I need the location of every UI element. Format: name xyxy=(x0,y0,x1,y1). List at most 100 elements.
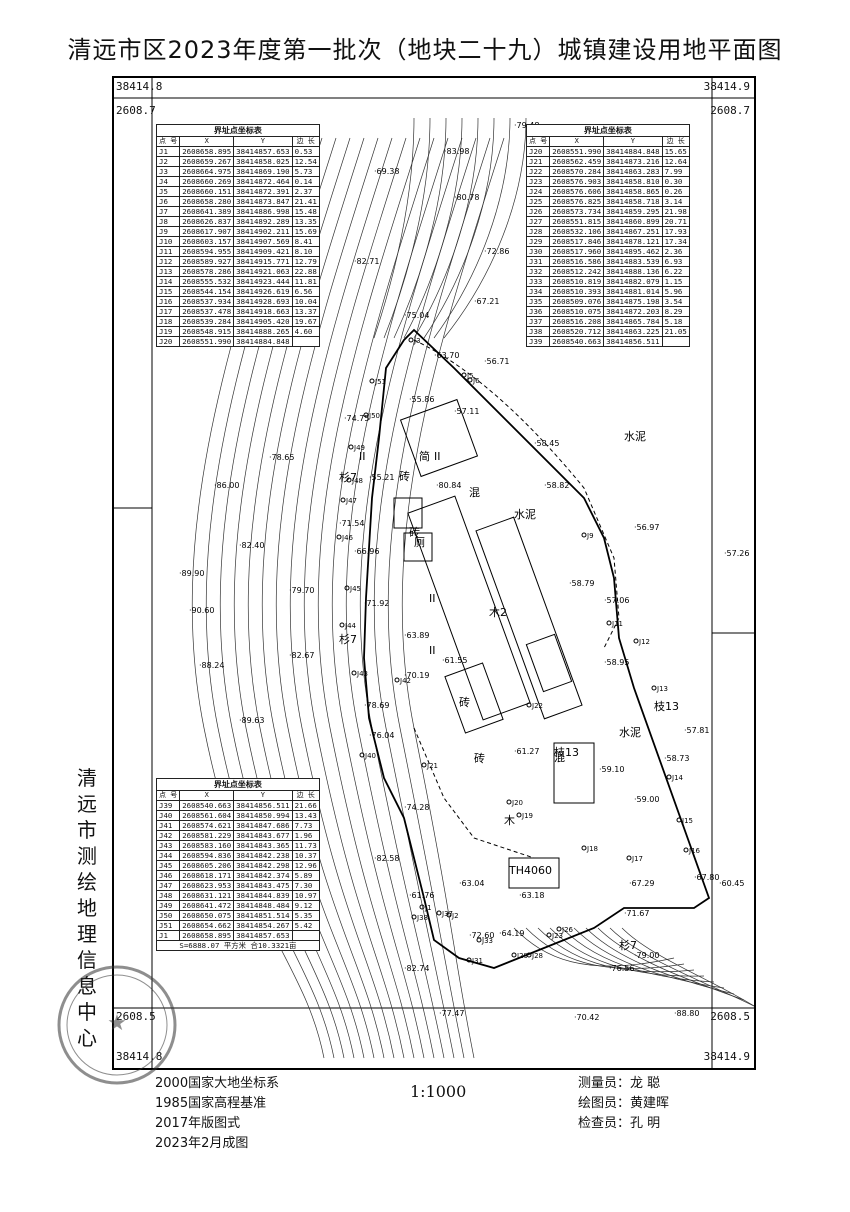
contour-line xyxy=(597,927,745,1001)
table-header-cell: 边 长 xyxy=(661,136,690,147)
table-cell: 38414854.267 xyxy=(233,920,293,931)
table-cell: J39 xyxy=(525,336,551,347)
coord-top-left-x: 2608.7 xyxy=(116,104,156,117)
boundary-point-label: J50 xyxy=(368,412,380,420)
table-cell: 38414872.391 xyxy=(233,186,293,197)
table-cell: 38414888.265 xyxy=(233,326,293,337)
elevation-label: ·90.60 xyxy=(189,606,214,615)
table-header-cell: X xyxy=(179,136,235,147)
table-header-cell: 边 长 xyxy=(291,790,320,801)
table-cell: 2608570.284 xyxy=(549,166,605,177)
table-header-cell: Y xyxy=(603,136,663,147)
elevation-label: ·61.76 xyxy=(409,891,434,900)
table-cell: 2608509.076 xyxy=(549,296,605,307)
elevation-label: ·66.96 xyxy=(354,547,379,556)
boundary-point-marker xyxy=(516,812,522,818)
table-cell: J41 xyxy=(155,820,181,831)
contour-line xyxy=(275,137,385,1059)
boundary-point-label: J51 xyxy=(374,378,386,386)
boundary-point-label: J18 xyxy=(586,845,598,853)
table-cell: J50 xyxy=(155,910,181,921)
table-3-caption: 界址点坐标表 xyxy=(156,778,320,790)
table-cell: J34 xyxy=(525,286,551,297)
official-seal: ★ xyxy=(57,965,177,1085)
elevation-label: ·57.81 xyxy=(684,726,709,735)
table-cell: 0.14 xyxy=(291,176,320,187)
table-cell: 38414872.464 xyxy=(233,176,293,187)
boundary-point-label: J15 xyxy=(681,817,693,825)
contour-line xyxy=(413,117,479,339)
elevation-label: ·82.67 xyxy=(289,651,314,660)
table-cell: J28 xyxy=(525,226,551,237)
boundary-point-marker xyxy=(683,847,689,853)
table-cell xyxy=(661,336,690,347)
table-cell: J23 xyxy=(525,176,551,187)
elevation-label: ·57.26 xyxy=(724,549,749,558)
table-cell: J38 xyxy=(525,326,551,337)
table-cell: 15.65 xyxy=(661,146,690,157)
table-cell: J40 xyxy=(155,810,181,821)
footer-left: 2000国家大地坐标系 1985国家高程基准 2017年版图式 2023年2月成… xyxy=(155,1074,279,1154)
table-cell: 2608581.229 xyxy=(179,830,235,841)
table-header-cell: Y xyxy=(233,136,293,147)
land-use-label: 水泥 xyxy=(619,726,641,739)
table-cell: 6.56 xyxy=(291,286,320,297)
land-use-label: 杉7 xyxy=(339,470,357,484)
table-cell: 2608605.206 xyxy=(179,860,235,871)
table-cell: 38414847.686 xyxy=(233,820,293,831)
table-cell: J19 xyxy=(155,326,181,337)
table-cell: 38414857.653 xyxy=(233,146,293,157)
table-cell: 38414872.203 xyxy=(603,306,663,317)
boundary-point-label: J9 xyxy=(586,532,594,540)
table-cell: 2608603.157 xyxy=(179,236,235,247)
elevation-label: ·58.73 xyxy=(664,754,689,763)
boundary-point-marker xyxy=(581,532,587,538)
table-cell: 2608641.389 xyxy=(179,206,235,217)
table-cell: 38414843.475 xyxy=(233,880,293,891)
table-cell: 38414909.421 xyxy=(233,246,293,257)
contour-line xyxy=(621,927,754,1007)
elevation-label: ·58.79 xyxy=(569,579,594,588)
area-summary: S=6888.07 平方米 合10.3321亩 xyxy=(156,940,320,951)
boundary-point-label: J26 xyxy=(561,926,574,934)
table-cell: J16 xyxy=(155,296,181,307)
boundary-point-marker xyxy=(466,957,472,963)
table-cell: 38414905.420 xyxy=(233,316,293,327)
table-cell: 38414842.298 xyxy=(233,860,293,871)
table-cell: 38414858.718 xyxy=(603,196,663,207)
contour-line xyxy=(387,137,491,1059)
table-cell: 2608594.955 xyxy=(179,246,235,257)
elevation-label: ·78.65 xyxy=(269,453,294,462)
map-frame: ·83.98·69.38·79.48·80.78·72.86·67.21·82.… xyxy=(112,76,756,1070)
boundary-point-label: J49 xyxy=(353,444,365,452)
table-cell: J47 xyxy=(155,880,181,891)
boundary-point-marker xyxy=(363,412,369,418)
table-cell: 2608660.151 xyxy=(179,186,235,197)
boundary-point-marker xyxy=(526,952,532,958)
land-use-label: 砖 xyxy=(409,525,420,539)
boundary-point-marker xyxy=(581,845,587,851)
table-cell xyxy=(291,336,320,347)
map-spec: 2017年版图式 xyxy=(155,1116,241,1131)
table-cell: J6 xyxy=(155,196,181,207)
elevation-label: ·88.24 xyxy=(199,661,224,670)
table-cell: 38414923.444 xyxy=(233,276,293,287)
table-cell: J20 xyxy=(525,146,551,157)
table-1-caption: 界址点坐标表 xyxy=(156,124,320,136)
boundary-point-label: J13 xyxy=(656,685,668,693)
table-cell: 2608551.815 xyxy=(549,216,605,227)
table-cell: 21.98 xyxy=(661,206,690,217)
table-cell: 38414867.251 xyxy=(603,226,663,237)
